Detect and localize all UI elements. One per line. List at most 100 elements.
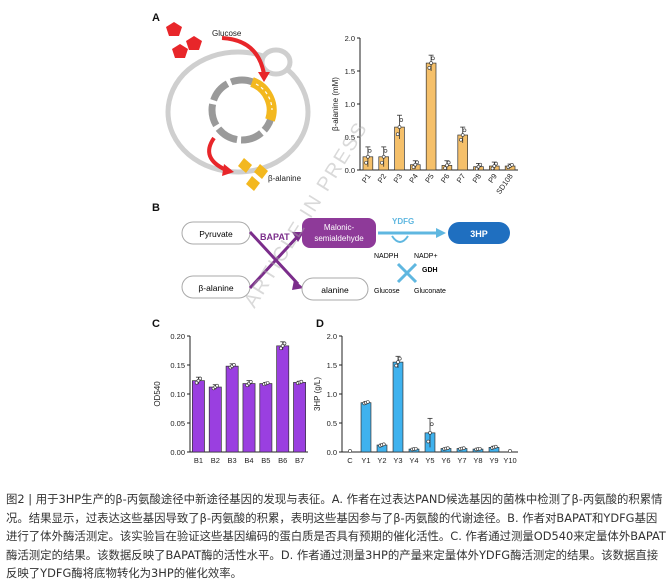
y-tick-label: 0.0 [345, 166, 355, 175]
x-tick-label: Y1 [361, 456, 370, 465]
ydfg-label: YDFG [392, 217, 414, 226]
data-point [198, 376, 203, 381]
data-point [282, 341, 287, 346]
y-tick-label: 1.0 [327, 390, 337, 399]
data-point [430, 422, 434, 426]
cell-bud [259, 47, 293, 77]
data-point [380, 160, 384, 165]
data-point [462, 128, 467, 133]
y-tick-label: 2.0 [327, 332, 337, 341]
glucose-molecules [166, 22, 202, 58]
x-tick-label: P1 [360, 172, 373, 185]
alanine-box [301, 277, 369, 301]
product-3hp-label: 3HP [470, 229, 488, 239]
bar [360, 402, 372, 453]
malonic-label-line2: semialdehyde [314, 234, 364, 243]
data-point [381, 155, 386, 159]
data-point [215, 383, 219, 388]
product-3hp-box [448, 222, 510, 244]
data-point [443, 166, 447, 170]
nadp-label: NADP+ [414, 253, 438, 260]
x-tick-label: Y7 [457, 456, 466, 465]
data-point [399, 118, 404, 122]
data-point [446, 446, 450, 450]
data-point [366, 155, 370, 159]
x-tick-label: P4 [407, 172, 420, 185]
data-point [365, 400, 370, 404]
malonic-label-line1: Malonic- [324, 223, 355, 232]
data-point [414, 446, 418, 451]
x-tick-label: B5 [261, 456, 270, 465]
pathway-diagram: Pyruvate β-alanine BAPAT Malonic- semial… [181, 217, 510, 301]
data-point [508, 449, 512, 453]
x-tick-label: B4 [244, 456, 253, 465]
data-point [367, 149, 372, 153]
bar [192, 380, 205, 453]
x-tick-label: P6 [439, 172, 452, 185]
malonic-semialdehyde-box [302, 218, 376, 248]
data-point [232, 362, 236, 367]
data-point [426, 439, 430, 444]
x-tick-label: P5 [423, 172, 436, 185]
x-tick-label: B7 [295, 456, 304, 465]
alanine-label: alanine [321, 285, 349, 295]
cell-membrane [165, 49, 311, 175]
cell-schematic: Glucose β-alanine [165, 22, 311, 191]
data-point [249, 380, 253, 384]
bar [259, 383, 273, 453]
x-tick-label: B6 [278, 456, 287, 465]
data-point [460, 133, 465, 137]
data-point [383, 149, 388, 153]
data-point [446, 160, 451, 165]
data-point [429, 61, 433, 65]
y-tick-label: 0.10 [170, 390, 185, 399]
x-tick-label: C [347, 456, 353, 465]
y-tick-label: 0.5 [327, 419, 337, 428]
pyruvate-label: Pyruvate [199, 229, 233, 239]
data-point [382, 442, 386, 447]
secretion-arrow [207, 136, 227, 172]
data-point [396, 360, 400, 364]
bar [276, 345, 290, 453]
plasmid [208, 76, 277, 144]
panel-label-c: C [152, 318, 160, 330]
x-tick-label: SD108 [494, 172, 515, 196]
bar [242, 383, 256, 453]
data-point [445, 163, 449, 168]
bar [208, 386, 222, 453]
figure-caption: 图2 | 用于3HP生产的β-丙氨酸途径中新途径基因的发现与表征。A. 作者在过… [6, 492, 666, 581]
panel-label-d: D [316, 318, 324, 330]
gdh-cross-arrow [396, 262, 418, 284]
bar [425, 62, 437, 171]
data-point [265, 381, 270, 385]
y-tick-label: 2.0 [345, 34, 355, 43]
data-point [397, 125, 402, 129]
y-tick-label: 0.15 [170, 361, 185, 370]
x-tick-label: Y3 [393, 456, 402, 465]
x-tick-label: P2 [376, 172, 389, 185]
data-point [490, 166, 495, 171]
panel-label-b: B [152, 202, 160, 214]
y-axis-label: β-alanine (mM) [331, 77, 340, 131]
x-tick-label: Y9 [489, 456, 498, 465]
data-point [459, 137, 463, 142]
bar [293, 382, 306, 453]
data-point [462, 446, 466, 450]
x-tick-label: Y6 [441, 456, 450, 465]
y-tick-label: 0.00 [170, 448, 185, 457]
bar [225, 365, 239, 453]
beta-alanine-label-b: β-alanine [198, 283, 233, 293]
glucose-uptake-arrow [221, 36, 266, 75]
data-point [398, 356, 402, 361]
data-point [299, 379, 304, 384]
y-tick-label: 0.20 [170, 332, 185, 341]
data-point [348, 449, 352, 453]
beta-alanine-label: β-alanine [268, 174, 302, 183]
y-axis-label: OD540 [153, 381, 162, 407]
y-tick-label: 1.0 [345, 100, 355, 109]
data-point [411, 165, 416, 169]
y-tick-label: 1.5 [345, 67, 355, 76]
